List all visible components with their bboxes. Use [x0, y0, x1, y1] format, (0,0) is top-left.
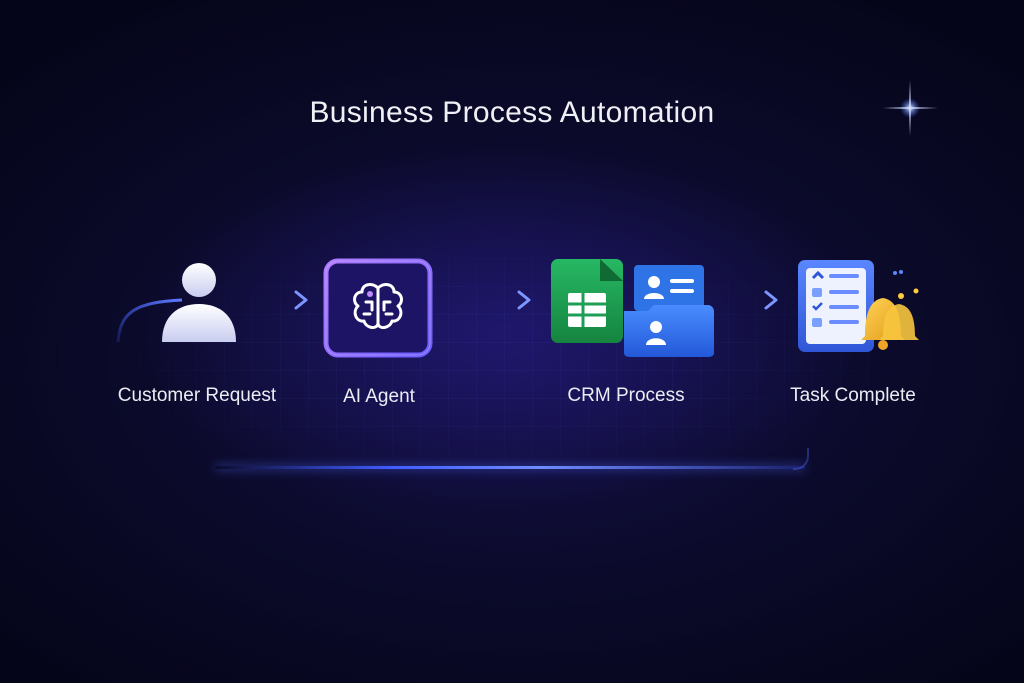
user-icon [116, 263, 236, 343]
sparkle-icon [882, 80, 938, 136]
arrow-right-icon [445, 290, 531, 310]
step-label-customer-request: Customer Request [117, 385, 277, 406]
diagram-title: Business Process Automation [309, 96, 715, 129]
brain-icon [323, 258, 433, 358]
step-label-crm-process: CRM Process [567, 385, 685, 406]
arrow-right-icon [716, 290, 778, 310]
step-label-task-complete: Task Complete [790, 385, 916, 406]
checklist-and-bell-icon [798, 260, 919, 352]
arrow-right-icon [246, 290, 308, 310]
spreadsheet-and-contact-folder-icon [551, 259, 714, 357]
glow-baseline [215, 466, 805, 469]
step-label-ai-agent: AI Agent [343, 386, 415, 407]
